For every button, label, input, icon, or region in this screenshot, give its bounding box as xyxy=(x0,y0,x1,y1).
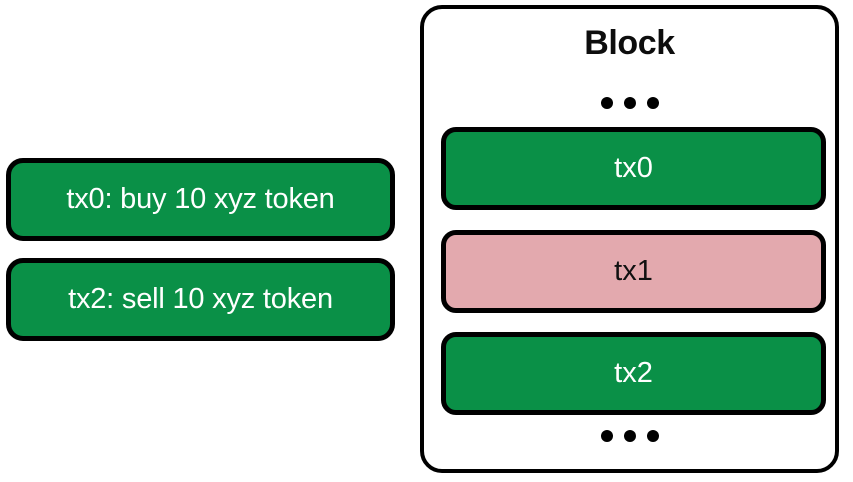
block-transaction-label-1: tx1 xyxy=(614,255,653,287)
ellipsis-dot xyxy=(646,97,659,109)
ellipsis-dot xyxy=(623,430,636,442)
block-transaction-label-0: tx0 xyxy=(614,152,653,184)
mempool-transaction-label-0: tx0: buy 10 xyz token xyxy=(66,183,335,215)
mempool-transaction-card-1[interactable]: tx2: sell 10 xyz token xyxy=(6,258,395,341)
mempool-transaction-card-0[interactable]: tx0: buy 10 xyz token xyxy=(6,158,395,241)
ellipsis-dot xyxy=(623,97,636,109)
block-title: Block xyxy=(584,24,675,62)
ellipsis-dot xyxy=(600,430,613,442)
ellipsis-dot xyxy=(646,430,659,442)
block-transaction-label-2: tx2 xyxy=(614,357,653,389)
mempool-transaction-label-1: tx2: sell 10 xyz token xyxy=(68,283,333,315)
block-panel: Block tx0 tx1 tx2 xyxy=(420,5,839,473)
block-transaction-slot-1[interactable]: tx1 xyxy=(441,230,826,313)
ellipsis-dot xyxy=(600,97,613,109)
ellipsis-top-icon xyxy=(424,97,835,109)
block-transaction-slot-0[interactable]: tx0 xyxy=(441,127,826,210)
ellipsis-bottom-icon xyxy=(424,430,835,442)
block-transaction-slot-2[interactable]: tx2 xyxy=(441,332,826,415)
